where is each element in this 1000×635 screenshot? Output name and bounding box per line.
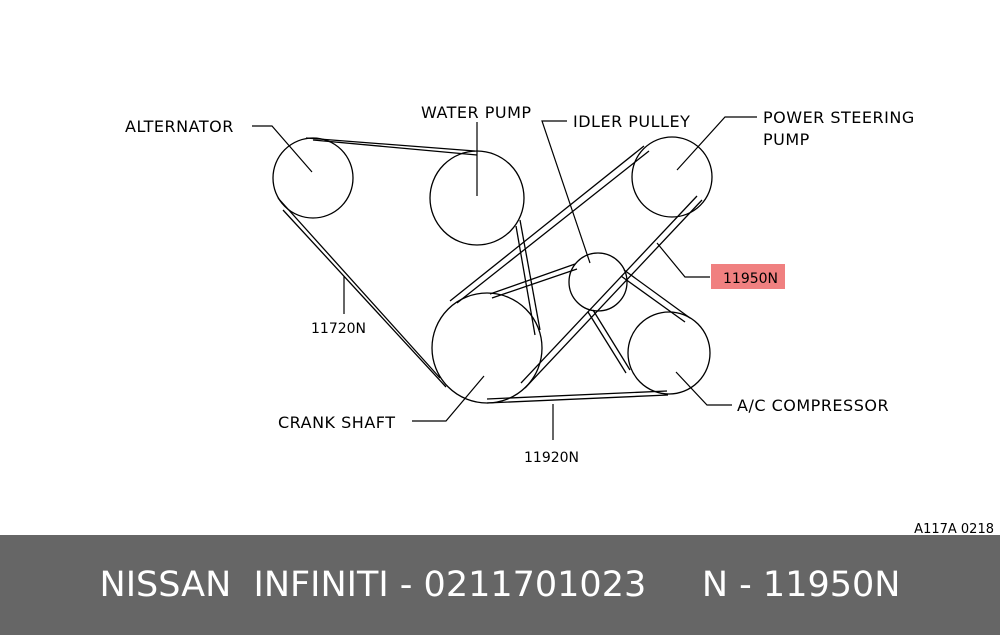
leader-11950n — [656, 242, 710, 278]
leader-alternator — [252, 125, 313, 173]
figure-code: A117A 0218 — [914, 522, 994, 535]
crank-shaft-pulley — [431, 292, 543, 404]
label-alternator: ALTERNATOR — [125, 117, 234, 136]
highlight-box — [711, 264, 785, 289]
leader-crank-shaft — [412, 375, 485, 422]
ac-compressor-pulley — [627, 311, 711, 395]
belt-11920n — [486, 269, 691, 404]
label-ac-compressor: A/C COMPRESSOR — [737, 396, 889, 415]
footer-bar: NISSAN INFINITI - 0211701023 N - 11950N — [0, 535, 1000, 635]
label-crank-shaft: CRANK SHAFT — [278, 413, 395, 432]
leader-idler-pulley — [541, 120, 591, 264]
footer-caption: NISSAN INFINITI - 0211701023 N - 11950N — [99, 565, 901, 605]
label-power-steering-pump: PUMP — [763, 130, 810, 149]
belt-routing-diagram: ALTERNATOR WATER PUMP IDLER PULLEY POWER… — [125, 103, 994, 535]
idler-pulley — [568, 252, 628, 312]
belt-11720n — [277, 137, 541, 388]
part-number-11950n: 11950N — [723, 271, 778, 287]
part-number-11720n: 11720N — [311, 321, 366, 337]
power-steering-pulley — [631, 136, 713, 218]
label-water-pump: WATER PUMP — [421, 103, 532, 122]
part-number-11920n: 11920N — [524, 450, 579, 466]
leader-power-steering — [676, 116, 757, 171]
label-power-steering: POWER STEERING — [763, 108, 915, 127]
leader-ac-compressor — [675, 371, 732, 406]
label-idler-pulley: IDLER PULLEY — [573, 112, 690, 131]
belt-11950n — [449, 145, 703, 389]
